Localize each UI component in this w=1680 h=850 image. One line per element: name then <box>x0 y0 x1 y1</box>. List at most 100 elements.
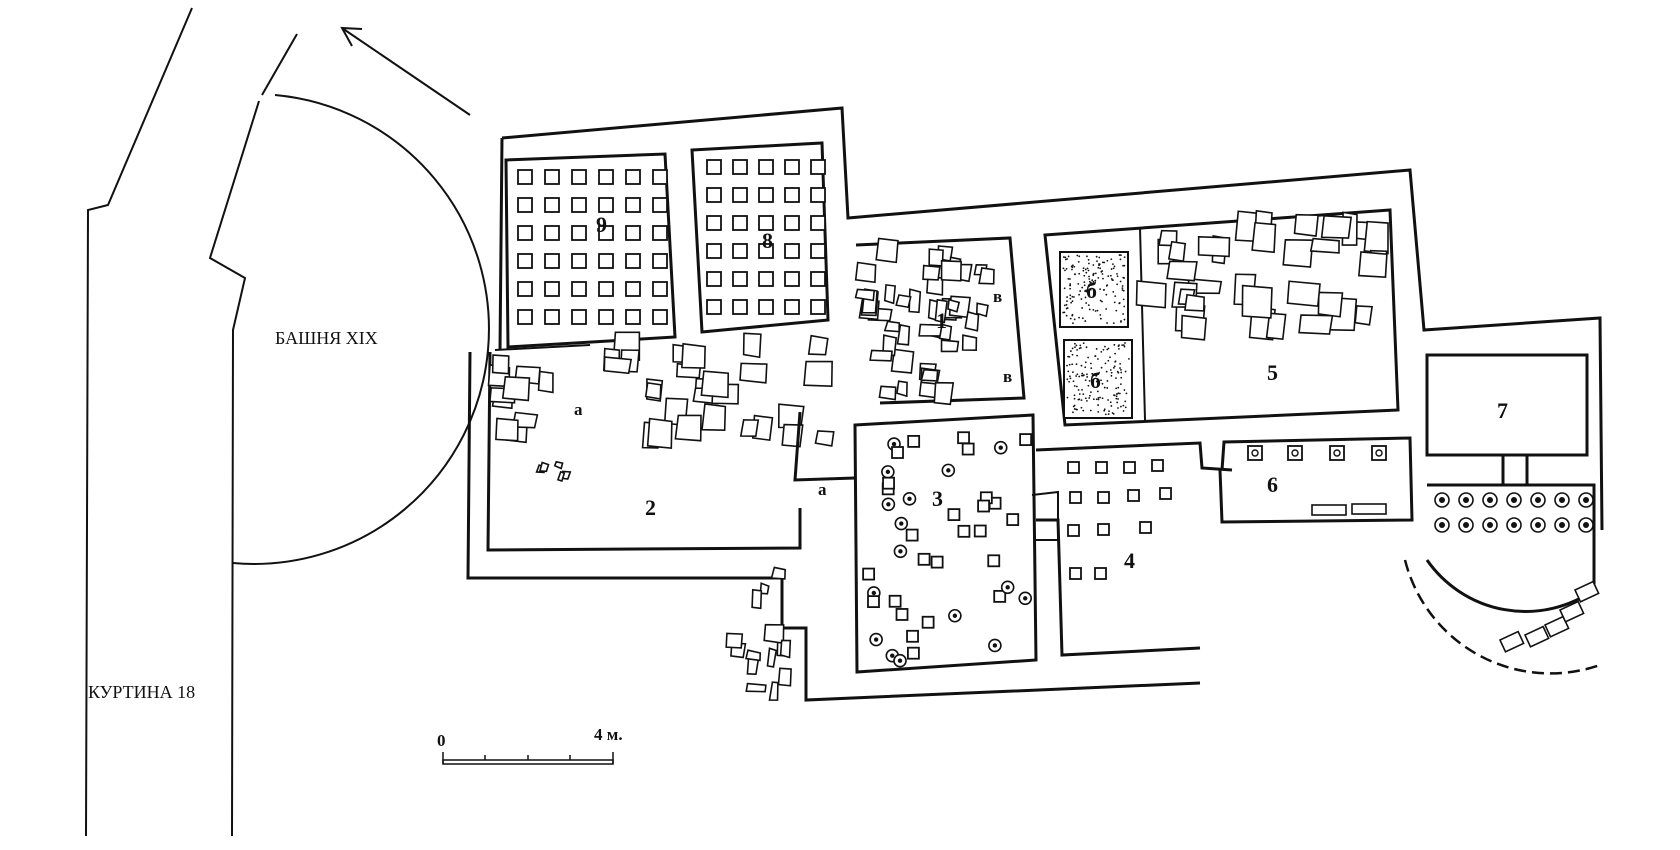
stipple-dot <box>1069 350 1072 352</box>
stipple-dot <box>1107 399 1109 401</box>
stone <box>964 310 980 332</box>
stipple-dot <box>1119 362 1122 365</box>
stipple-dot <box>1117 398 1119 400</box>
post-pad <box>905 528 919 542</box>
post-square <box>706 271 722 287</box>
post-square <box>732 271 748 287</box>
post-center <box>952 613 958 618</box>
stipple-dot <box>1095 398 1098 401</box>
post-square <box>571 197 587 213</box>
stipple-dot <box>1071 268 1073 271</box>
stipple-dot <box>1091 372 1094 375</box>
stipple-dot <box>1115 377 1117 380</box>
stipple-dot <box>1123 389 1126 391</box>
stipple-dot <box>1084 290 1086 292</box>
stone <box>745 649 762 662</box>
stipple-dot <box>1116 401 1119 404</box>
stipple-dot <box>1069 297 1072 300</box>
stipple-dot <box>1072 371 1074 373</box>
stone <box>814 430 835 447</box>
stipple-dot <box>1073 397 1076 400</box>
post-square <box>544 309 560 325</box>
stipple-dot <box>1103 408 1106 411</box>
stipple-dot <box>1072 411 1074 414</box>
stipple-dot <box>1086 373 1088 376</box>
stipple-dot <box>1081 388 1083 391</box>
stone <box>553 460 564 470</box>
post-square <box>706 187 722 203</box>
stipple-dot <box>1101 270 1104 272</box>
stipple-dot <box>1100 366 1103 369</box>
stone <box>1363 220 1389 255</box>
stipple-dot <box>1078 393 1081 395</box>
post-pad <box>907 434 921 448</box>
stipple-dot <box>1097 358 1099 360</box>
stipple-dot <box>1110 405 1113 407</box>
stone <box>878 385 897 401</box>
stipple-dot <box>1069 317 1072 320</box>
stone <box>537 370 554 394</box>
post-center <box>1463 497 1469 503</box>
stipple-dot <box>1080 399 1083 402</box>
stipple-dot <box>1090 380 1093 383</box>
stipple-dot <box>1084 379 1087 382</box>
post-pad <box>930 555 944 569</box>
room-6-post-pads <box>1247 445 1387 461</box>
post-center <box>1559 497 1565 503</box>
stipple-dot <box>1081 372 1084 375</box>
stone <box>759 582 770 595</box>
north-arrow <box>340 26 471 116</box>
stone <box>938 323 953 341</box>
stone <box>766 647 778 668</box>
stipple-dot <box>1067 277 1070 280</box>
post-pad <box>961 442 975 456</box>
stipple-dot <box>1116 283 1118 286</box>
post-square <box>598 309 614 325</box>
stipple-dot <box>1110 258 1113 261</box>
stipple-dot <box>1112 267 1115 270</box>
stipple-dot <box>1071 363 1074 366</box>
room-label-4: 4 <box>1124 548 1135 573</box>
stone <box>854 288 876 302</box>
post-center <box>871 590 877 596</box>
stipple-dot <box>1110 371 1113 374</box>
stone <box>1197 236 1231 258</box>
stipple-dot <box>1101 397 1104 400</box>
post-square <box>652 169 668 185</box>
stone <box>934 298 948 324</box>
stipple-dot <box>1110 268 1113 270</box>
stipple-dot <box>1099 314 1102 316</box>
post-center <box>1535 522 1541 528</box>
stipple-dot <box>1122 404 1125 407</box>
stipple-dot <box>1116 370 1119 373</box>
stipple-dot <box>1062 256 1065 258</box>
stipple-dot <box>1075 363 1078 366</box>
post-center <box>998 445 1003 450</box>
stipple-dot <box>1081 286 1084 289</box>
post-square <box>758 187 774 203</box>
stipple-dot <box>1072 322 1074 325</box>
post-pad <box>1151 459 1164 472</box>
post-square <box>598 197 614 213</box>
stipple-dot <box>1113 301 1116 304</box>
stipple-dot <box>1122 313 1125 315</box>
post-square <box>625 253 641 269</box>
stipple-dot <box>1119 367 1121 369</box>
post-square <box>810 243 826 259</box>
stone <box>1241 284 1273 319</box>
stipple-dot <box>1075 375 1078 377</box>
room-1 <box>854 236 1026 406</box>
room-label-8: 8 <box>762 228 773 253</box>
stipple-dot <box>1106 259 1109 262</box>
room-label-3: 3 <box>932 486 943 511</box>
post-center <box>1463 522 1469 528</box>
tower-label: БАШНЯ XIX <box>275 328 378 348</box>
post-center <box>897 658 903 663</box>
post-pad <box>1019 433 1033 446</box>
post-pad <box>891 446 904 459</box>
post-pad <box>906 629 919 643</box>
post-center <box>873 637 879 642</box>
stipple-dot <box>1113 343 1116 346</box>
stipple-dot <box>1099 288 1102 291</box>
stipple-dot <box>1103 288 1106 291</box>
